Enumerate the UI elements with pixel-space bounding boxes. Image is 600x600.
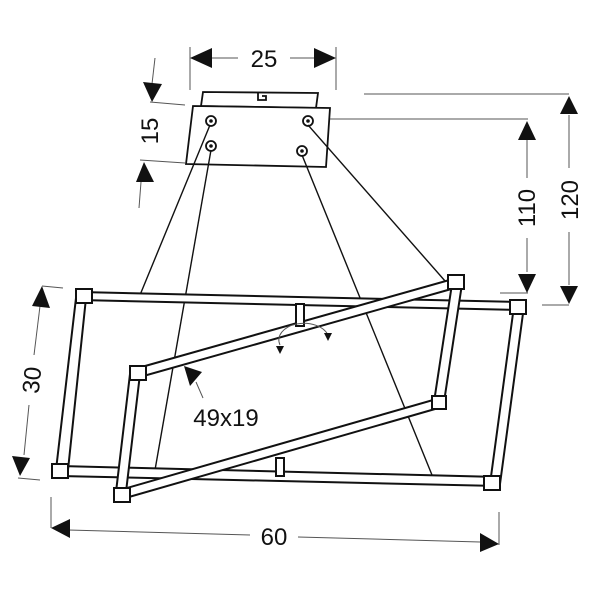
connector-posts <box>275 303 332 477</box>
dimension-label: 25 <box>251 46 278 73</box>
dimension-inner-frame: 49x19 <box>184 366 259 432</box>
dimension-canopy-width: 25 <box>189 46 337 90</box>
dimension-label: 60 <box>261 524 288 551</box>
dimension-frame-height: 30 <box>12 285 64 481</box>
dimension-canopy-height: 15 <box>136 57 186 209</box>
dimension-overall-width: 60 <box>50 497 500 552</box>
dimension-label: 110 <box>514 189 541 227</box>
suspension-cables <box>139 124 461 476</box>
dimension-height-min: 110 <box>330 118 541 294</box>
dimension-height-max: 120 <box>364 93 584 306</box>
dimension-label: 49x19 <box>193 405 258 432</box>
dimension-label: 120 <box>557 180 584 220</box>
ceiling-canopy <box>184 91 331 168</box>
dimension-label: 30 <box>18 366 48 395</box>
rotate-arrow-icon <box>276 346 284 354</box>
rotate-arrow-icon <box>324 333 332 341</box>
dimension-label: 15 <box>137 118 164 145</box>
